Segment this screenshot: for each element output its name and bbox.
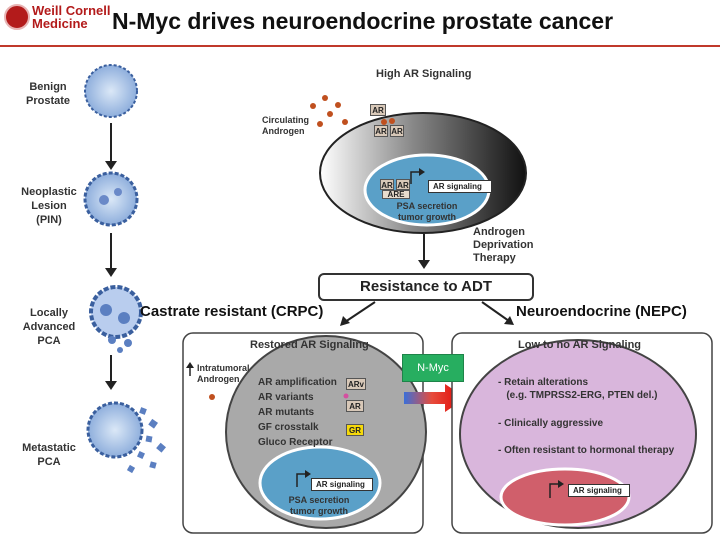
nepc-label: Neuroendocrine (NEPC) [516,303,687,320]
androgen-dots [310,95,395,127]
stage-pin-label: Neoplastic Lesion (PIN) [21,186,77,226]
high-ar-title: High AR Signaling [376,68,472,80]
title-divider [0,45,720,47]
nepc-item-retain-alterations: - Retain alterations (e.g. TMPRSS2-ERG, … [498,377,658,401]
intratumoral-androgen-label: Intratumoral Androgen [197,363,250,384]
high-ar-signaling-box: AR signaling [428,180,492,193]
nepc-signaling-box: AR signaling [568,484,630,497]
are-tag: ARE [382,190,410,199]
crpc-label: Castrate resistant (CRPC) [140,303,324,320]
nepc-item-hormone-resistant: - Often resistant to hormonal therapy [498,445,675,456]
ar-tag: AR [396,179,410,190]
restored-item-gf-crosstalk: GF crosstalk [258,422,319,433]
resistance-to-adt-box: Resistance to ADT [318,273,534,301]
high-ar-psa-text: PSA secretion tumor growth [396,201,458,222]
logo-seal-icon [4,4,30,30]
restored-ar-title: Restored AR Signaling [250,339,369,351]
stage-benign-label: Benign Prostate [25,81,71,107]
metastatic-gland-icon [86,401,166,474]
ar-mutant-tag: AR [346,400,364,412]
pin-gland-icon [83,171,139,227]
low-ar-title: Low to no AR Signaling [518,339,642,351]
ar-tag: AR [380,179,394,190]
intratumoral-androgen-dot [209,394,215,400]
circulating-androgen-label: Circulating Androgen [262,115,310,136]
nepc-item-clinically-aggressive: - Clinically aggressive [498,418,604,429]
crpc-signaling-box: AR signaling [311,478,373,491]
stage-local-label: Locally Advanced PCA [22,307,76,347]
nmyc-box: N-Myc [402,354,464,382]
benign-gland-icon [84,64,138,118]
restored-item-ar-amplification: AR amplification [258,377,337,388]
restored-item-gluco-receptor: Gluco Receptor [258,437,333,448]
nmyc-arrow [404,384,466,412]
adt-label: Androgen Deprivation Therapy [473,226,534,264]
restored-item-ar-variants: AR variants [258,392,314,403]
ar-tag: AR [390,125,404,137]
locally-advanced-gland-icon [89,285,143,353]
nepc-nucleus [499,467,631,527]
crpc-psa-text: PSA secretion tumor growth [288,495,350,516]
restored-item-ar-mutants: AR mutants [258,407,315,418]
stage-metastatic-label: Metastatic PCA [22,442,76,468]
ar-tag: AR [370,104,386,116]
ar-tag: AR [374,125,388,137]
gr-tag: GR [346,424,364,436]
arv-tag: ARv [346,378,366,390]
logo-line1: Weill Cornell [32,3,111,18]
page-title: N-Myc drives neuroendocrine prostate can… [112,8,614,34]
logo-line2: Medicine [32,16,88,31]
